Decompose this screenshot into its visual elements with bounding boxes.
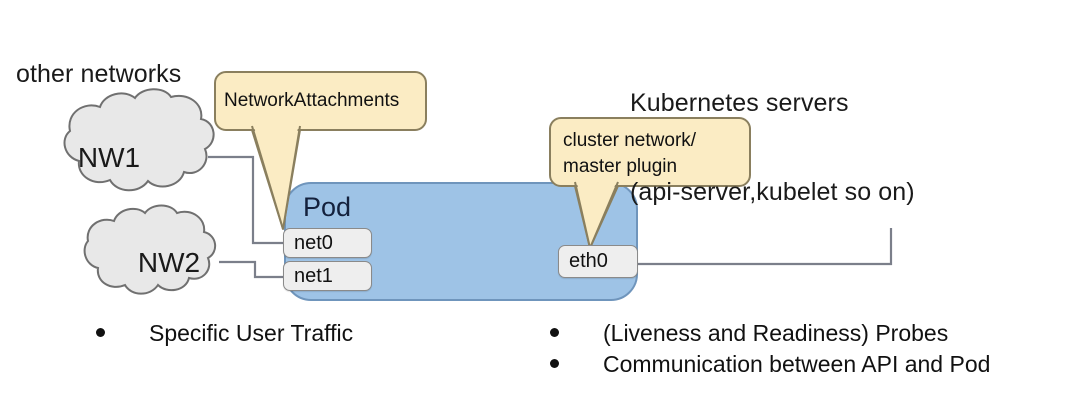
bullet-dot-icon xyxy=(550,359,559,368)
interface-chip-net0[interactable]: net0 xyxy=(283,228,372,258)
callout-network-attachments-label: NetworkAttachments xyxy=(224,90,400,111)
callout-network-attachments-tail-overlay xyxy=(254,127,298,227)
callout-cn-seam-left xyxy=(574,181,591,249)
callout-cn-seam-right xyxy=(589,181,619,249)
connector-eth0-k8s xyxy=(637,228,893,266)
bullet-text: Specific User Traffic xyxy=(149,320,354,346)
cloud-nw2 xyxy=(83,204,216,295)
callout-network-attachments-box xyxy=(214,71,427,131)
interface-chip-eth0[interactable]: eth0 xyxy=(558,245,638,278)
cloud-nw1 xyxy=(63,88,215,192)
bullet-text: (Liveness and Readiness) Probes xyxy=(603,320,949,346)
callout-cluster-network-box xyxy=(549,117,751,187)
cloud-label-nw1: NW1 xyxy=(77,142,141,173)
interface-label-eth0: eth0 xyxy=(569,250,608,272)
callout-na-seam-left xyxy=(251,125,284,230)
kubernetes-servers-label: Kubernetes servers (api-server,kubelet s… xyxy=(630,30,915,266)
connector-nw1-net0 xyxy=(208,155,285,245)
kubernetes-servers-line-2: (api-server,kubelet so on) xyxy=(630,177,915,206)
bullet-dot-icon xyxy=(96,328,105,337)
connector-nw2-net1 xyxy=(219,260,285,279)
cloud-label-nw2: NW2 xyxy=(137,247,201,278)
bullet-item-specific-user-traffic: Specific User Traffic xyxy=(96,320,353,347)
callout-network-attachments xyxy=(214,71,427,230)
callout-cluster-network-label: cluster network/ master plugin xyxy=(563,130,697,177)
pod-label: Pod xyxy=(303,192,352,222)
interface-label-net1: net1 xyxy=(294,264,333,287)
other-networks-label: other networks xyxy=(16,60,182,88)
bullet-dot-icon xyxy=(550,328,559,337)
callout-na-seam-right xyxy=(282,125,301,230)
interface-label-net0: net0 xyxy=(294,231,333,254)
cloud-nw1-shape xyxy=(63,88,215,192)
cloud-nw2-shape xyxy=(83,204,216,295)
kubernetes-servers-line-1: Kubernetes servers xyxy=(630,89,849,117)
interface-chip-net1[interactable]: net1 xyxy=(283,261,372,291)
bullet-text: Communication between API and Pod xyxy=(603,351,991,377)
callout-cluster-network xyxy=(549,117,751,249)
bullet-item-api-pod-communication: Communication between API and Pod xyxy=(550,351,990,378)
bullet-item-probes: (Liveness and Readiness) Probes xyxy=(550,320,948,347)
